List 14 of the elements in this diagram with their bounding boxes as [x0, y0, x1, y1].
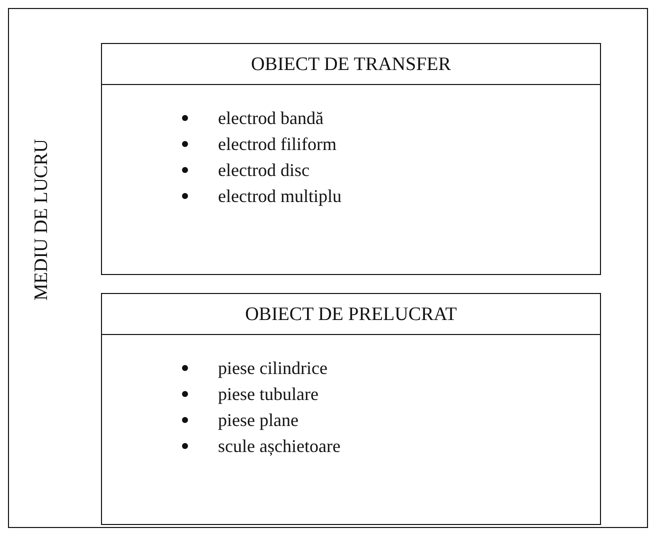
list-item: piese tubulare: [218, 383, 318, 406]
box-heading: OBIECT DE PRELUCRAT: [102, 294, 600, 335]
list-item: electrod filiform: [218, 133, 336, 156]
group-box: [101, 293, 601, 525]
list-item: electrod multiplu: [218, 185, 342, 208]
list-item: piese cilindrice: [218, 357, 328, 380]
box-heading: OBIECT DE TRANSFER: [102, 44, 600, 85]
group-box: [101, 43, 601, 275]
list-item: scule așchietoare: [218, 435, 340, 458]
list-item: electrod bandă: [218, 107, 324, 130]
outer-frame: [8, 8, 648, 528]
list-item: piese plane: [218, 409, 298, 432]
vertical-title: MEDIU DE LUCRU: [31, 139, 53, 300]
list-item: electrod disc: [218, 159, 310, 182]
